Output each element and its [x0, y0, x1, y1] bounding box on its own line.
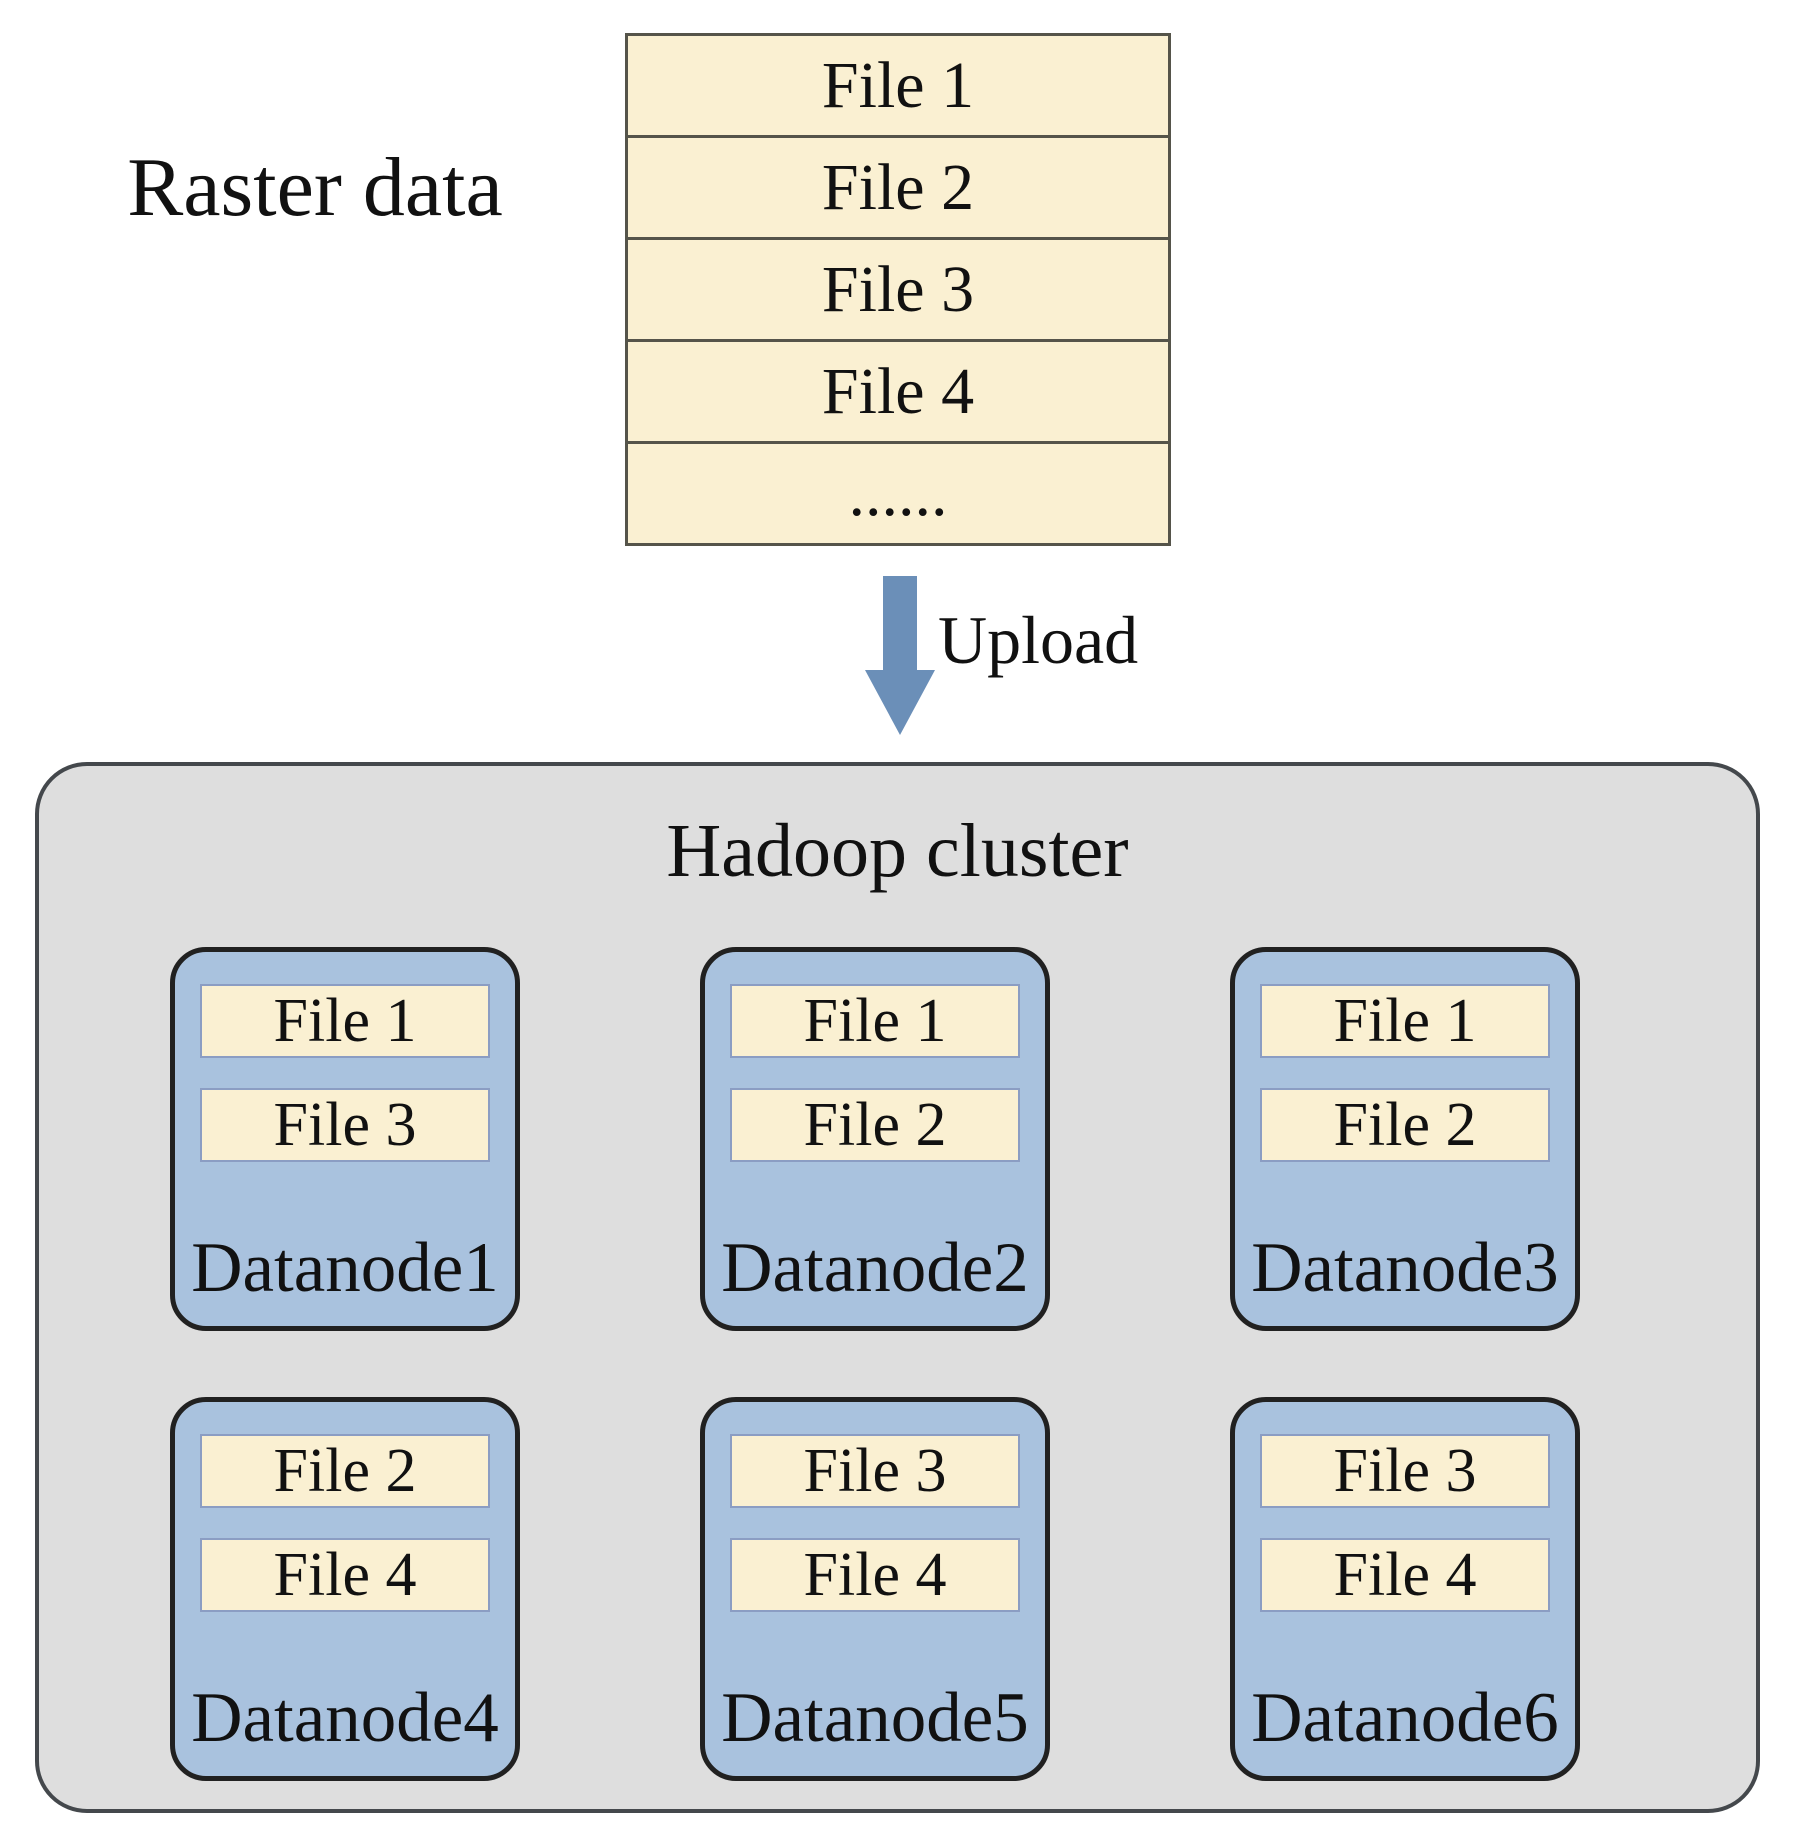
file-block: File 1	[730, 984, 1020, 1058]
upload-label: Upload	[938, 602, 1139, 678]
datanode-label: Datanode6	[1251, 1679, 1559, 1757]
raster-file-row: File 3	[628, 237, 1168, 339]
datanode-6: File 3 File 4 Datanode6	[1230, 1397, 1580, 1781]
file-block: File 4	[730, 1538, 1020, 1612]
raster-file-row: File 1	[821, 48, 975, 122]
datanode-label: Datanode1	[191, 1229, 499, 1307]
datanode-2: File 1 File 2 Datanode2	[700, 947, 1050, 1331]
file-block: File 2	[1260, 1088, 1550, 1162]
file-block: File 1	[200, 984, 490, 1058]
raster-file-row-ellipsis: ......	[628, 441, 1168, 543]
datanode-label: Datanode2	[721, 1229, 1029, 1307]
datanode-label: Datanode5	[721, 1679, 1029, 1757]
file-block: File 4	[200, 1538, 490, 1612]
file-block: File 3	[200, 1088, 490, 1162]
raster-data-label: Raster data	[127, 141, 503, 234]
datanode-label: Datanode4	[191, 1679, 499, 1757]
file-block: File 1	[1260, 984, 1550, 1058]
datanode-5: File 3 File 4 Datanode5	[700, 1397, 1050, 1781]
file-block: File 2	[730, 1088, 1020, 1162]
raster-file-table: File 1 File 2 File 3 File 4 ......	[625, 33, 1171, 546]
file-block: File 4	[1260, 1538, 1550, 1612]
datanode-3: File 1 File 2 Datanode3	[1230, 947, 1580, 1331]
upload-arrow-icon	[865, 576, 935, 735]
hadoop-cluster-title: Hadoop cluster	[666, 809, 1129, 893]
raster-file-row: File 2	[628, 135, 1168, 237]
datanode-label: Datanode3	[1251, 1229, 1559, 1307]
raster-file-row: File 4	[628, 339, 1168, 441]
datanode-1: File 1 File 3 Datanode1	[170, 947, 520, 1331]
file-block: File 2	[200, 1434, 490, 1508]
datanode-4: File 2 File 4 Datanode4	[170, 1397, 520, 1781]
file-block: File 3	[730, 1434, 1020, 1508]
file-block: File 3	[1260, 1434, 1550, 1508]
